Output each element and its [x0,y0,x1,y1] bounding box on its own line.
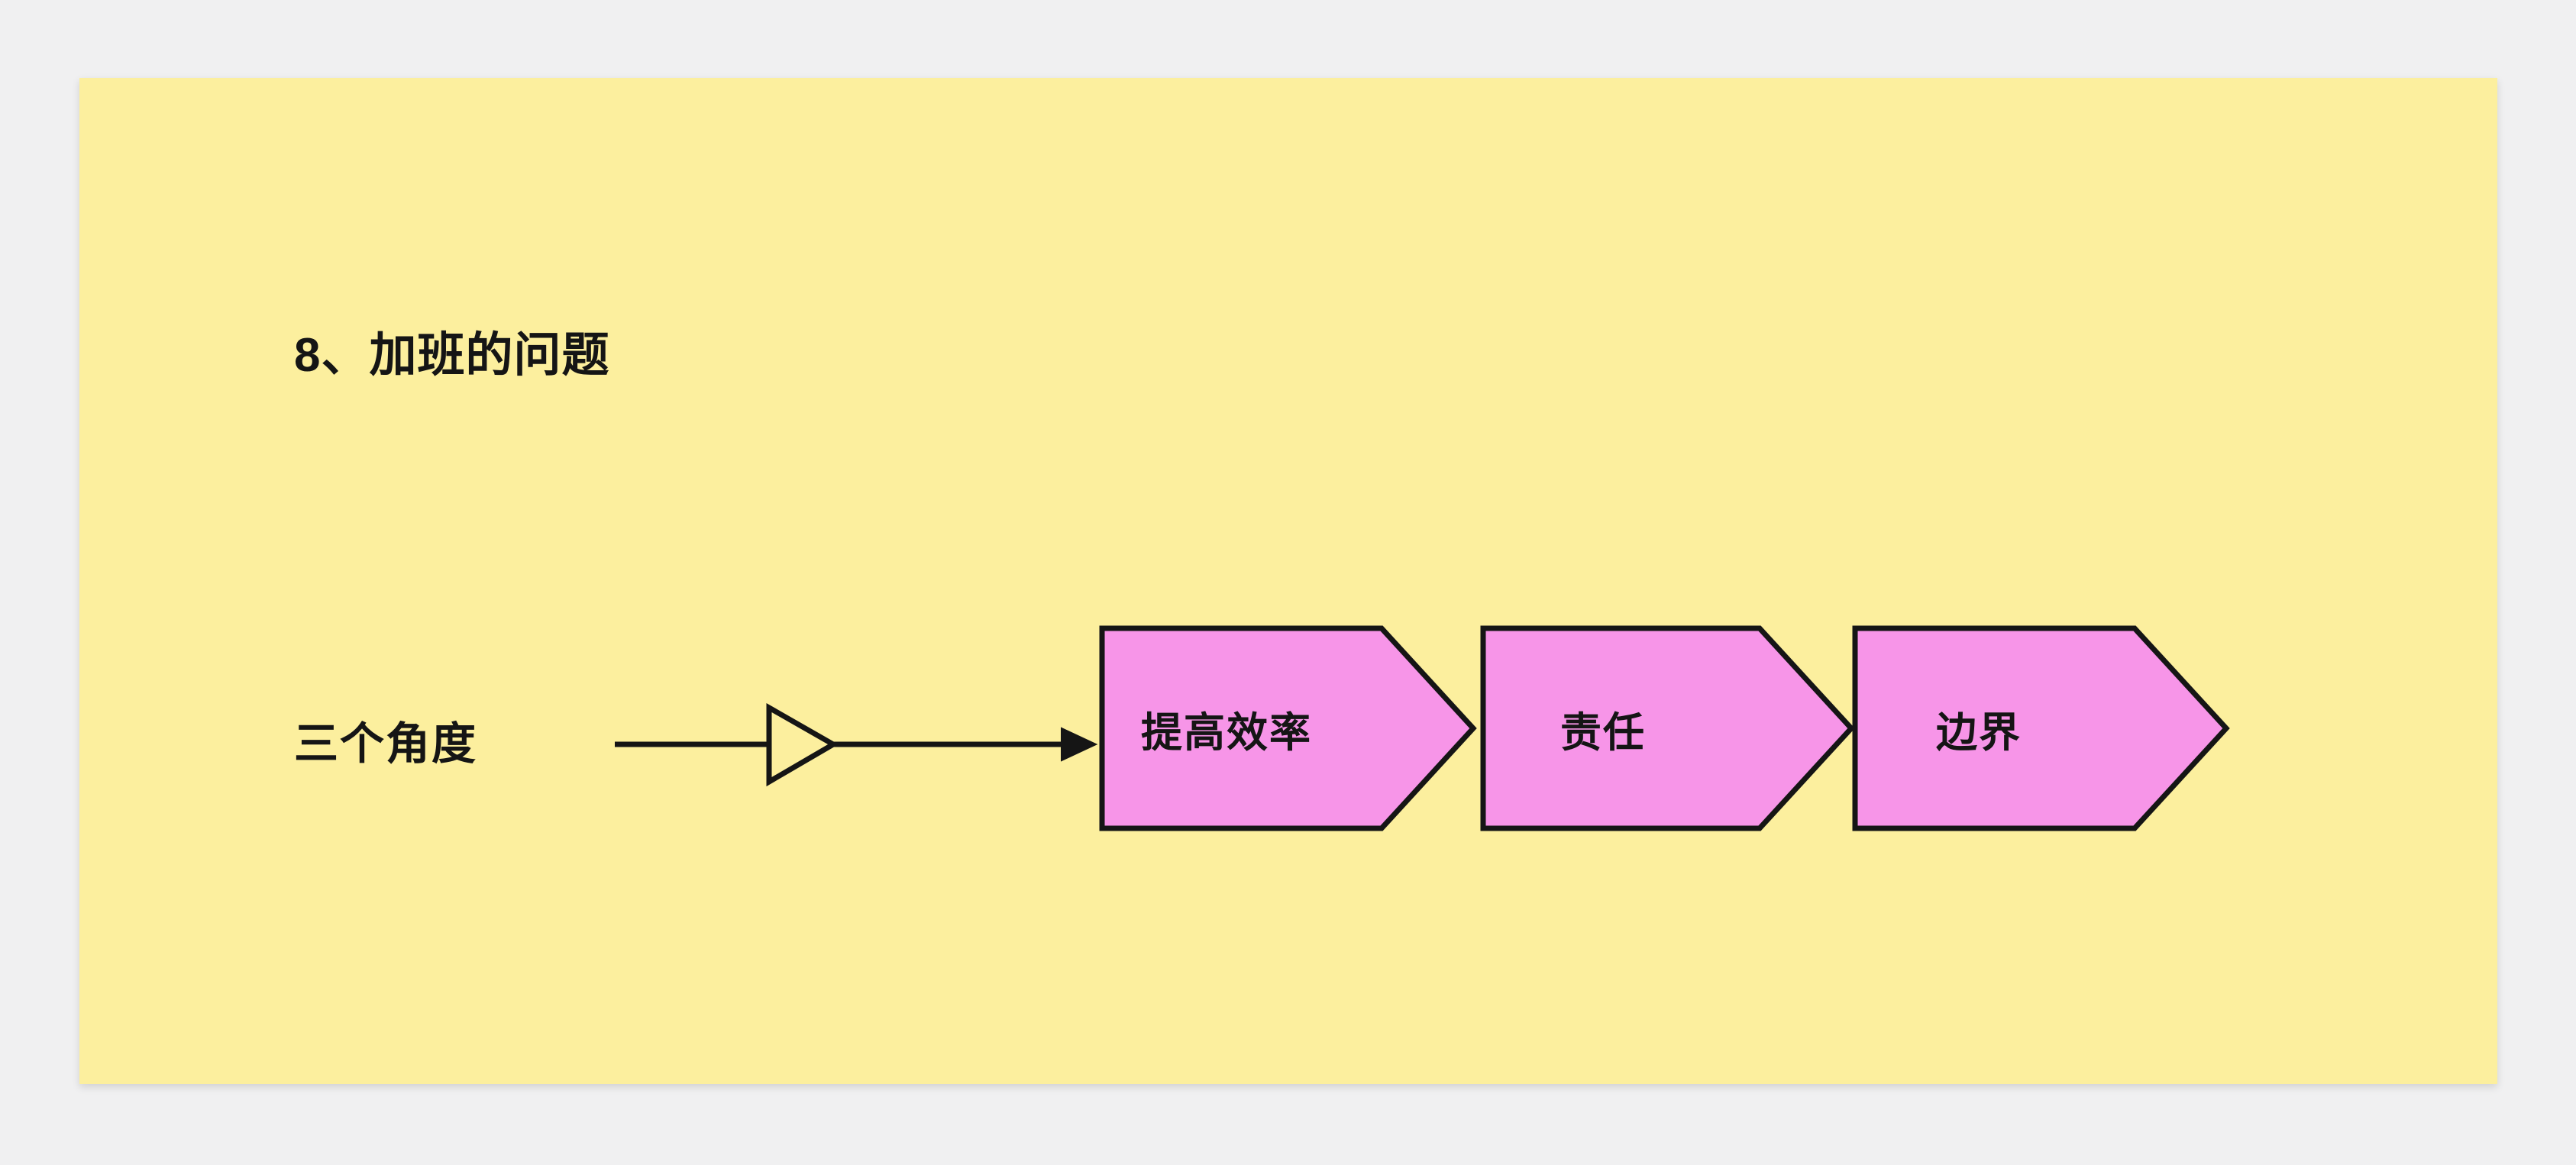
flow-step-1-shape [1099,625,1477,831]
page-title: 8、加班的问题 [294,329,610,382]
flow-step-2-shape [1480,625,1855,831]
arrow-connector-svg [615,702,1098,787]
flow-source-label: 三个角度 [294,719,478,769]
pentagon-shape [1099,625,1477,831]
slide-canvas: 8、加班的问题 三个角度 提高效率 责任 [79,78,2497,1084]
flow-step-1[interactable] [1099,625,1477,831]
arrow-connector [606,696,1164,795]
flow-step-3[interactable] [1852,625,2230,831]
hollow-triangle-icon [766,702,839,787]
pentagon-shape [1480,625,1855,831]
flow-step-3-shape [1852,625,2230,831]
chevron-flow: 提高效率 责任 边界 [1099,625,2237,831]
flow-step-2[interactable] [1480,625,1855,831]
arrow-head-icon [1061,727,1098,762]
pentagon-shape [1852,625,2230,831]
